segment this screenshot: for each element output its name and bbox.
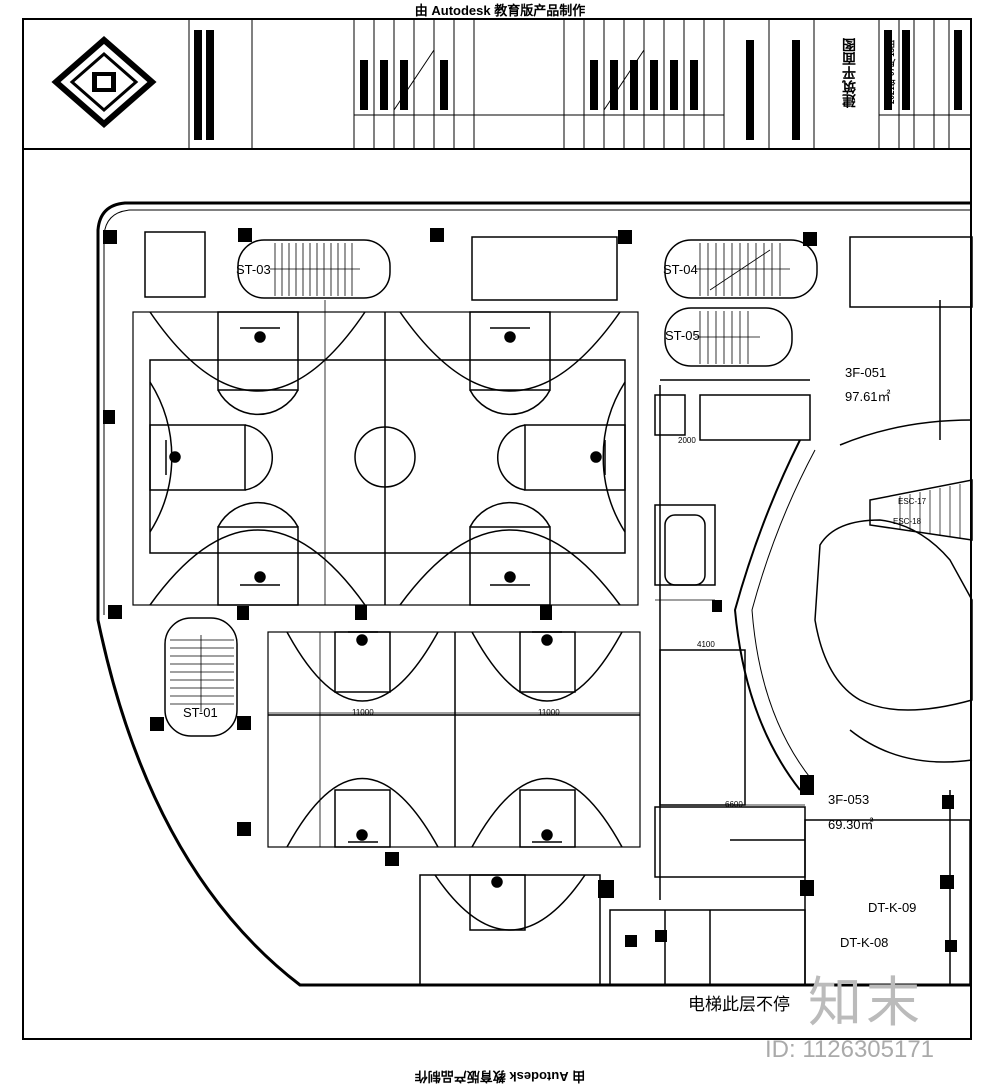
dimension-11000-right: 11000	[538, 708, 560, 717]
top-banner: 由 Autodesk 教育版产品制作	[414, 3, 586, 18]
room-label-3f051: 3F-051	[845, 365, 887, 380]
drawing-frame: 建筑平面图 2021年 07月 13日	[22, 18, 972, 1040]
dimension-4100: 4100	[697, 640, 715, 649]
dimension-6600: 6600	[725, 800, 743, 809]
dimension-11000-left: 11000	[352, 708, 374, 717]
title-block-grid	[51, 20, 970, 148]
elevator-label-dtk08: DT-K-08	[840, 935, 889, 950]
watermark-logo: 知末	[808, 973, 924, 1033]
title-block: 建筑平面图 2021年 07月 13日	[24, 20, 970, 150]
stair-label-st01: ST-01	[183, 705, 218, 720]
escalator-label-17: ESC-17	[898, 497, 927, 506]
company-logo-icon	[51, 36, 157, 128]
room-label-3f053: 3F-053	[828, 792, 870, 807]
basketball-hoop-icon	[165, 327, 606, 888]
dimension-2000: 2000	[678, 436, 696, 445]
watermark-id: ID: 1126305171	[765, 1036, 935, 1063]
room-area-3f051: 97.61㎡	[845, 389, 891, 404]
elevator-label-dtk09: DT-K-09	[868, 900, 917, 915]
room-area-3f053: 69.30㎡	[828, 817, 874, 832]
escalator-label-18: ESC-18	[893, 517, 922, 526]
stair-label-st03: ST-03	[236, 262, 271, 277]
stair-label-st05: ST-05	[665, 328, 700, 343]
stair-label-st04: ST-04	[663, 262, 698, 277]
elevator-note: 电梯此层不停	[688, 995, 790, 1014]
